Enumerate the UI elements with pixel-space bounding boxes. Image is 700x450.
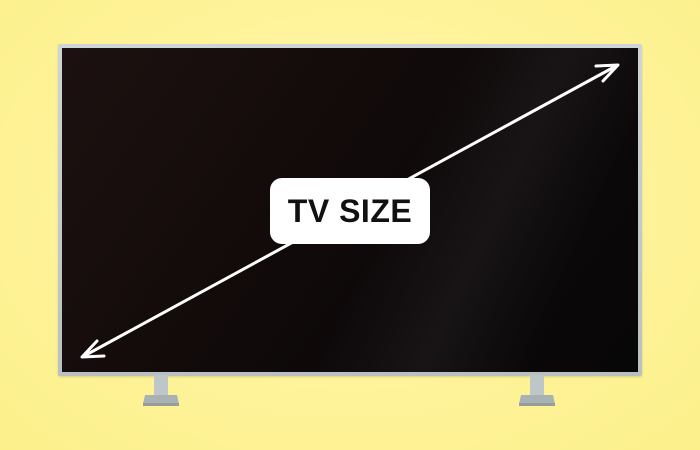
- tv-stand-left-icon: [143, 375, 179, 406]
- tv-size-label: TV SIZE: [270, 178, 430, 244]
- tv-stand-right-icon: [519, 375, 555, 406]
